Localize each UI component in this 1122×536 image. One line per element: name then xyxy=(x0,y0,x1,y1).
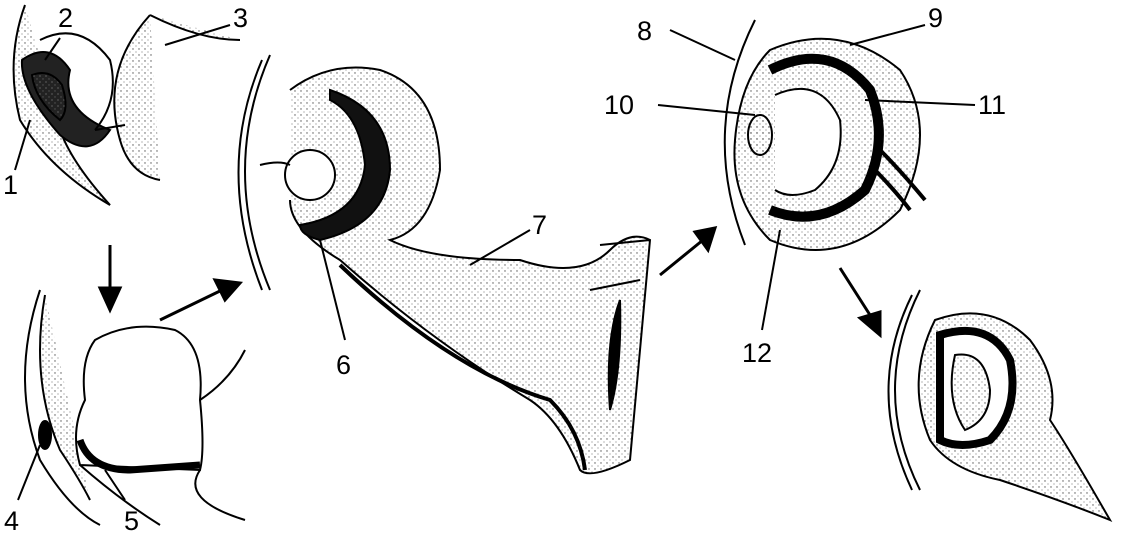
label-2: 2 xyxy=(58,3,74,33)
label-6: 6 xyxy=(336,350,352,380)
label-3: 3 xyxy=(233,3,249,33)
stage-1-optic-vesicle xyxy=(12,4,241,206)
leader-lines xyxy=(14,24,976,501)
stage-3-optic-cup-with-stalk xyxy=(237,54,652,475)
label-12: 12 xyxy=(742,338,773,368)
progression-arrows xyxy=(97,226,882,339)
label-7: 7 xyxy=(532,210,548,240)
label-4: 4 xyxy=(4,506,20,536)
stage-5-mature-eye xyxy=(887,289,1113,522)
stage-2-optic-cup-forming xyxy=(24,289,246,526)
label-1: 1 xyxy=(3,170,19,200)
label-9: 9 xyxy=(928,3,944,33)
label-11: 11 xyxy=(978,90,1007,120)
label-8: 8 xyxy=(637,16,653,46)
label-10: 10 xyxy=(604,90,635,120)
label-5: 5 xyxy=(124,506,140,536)
stage-4-eye xyxy=(723,19,927,251)
